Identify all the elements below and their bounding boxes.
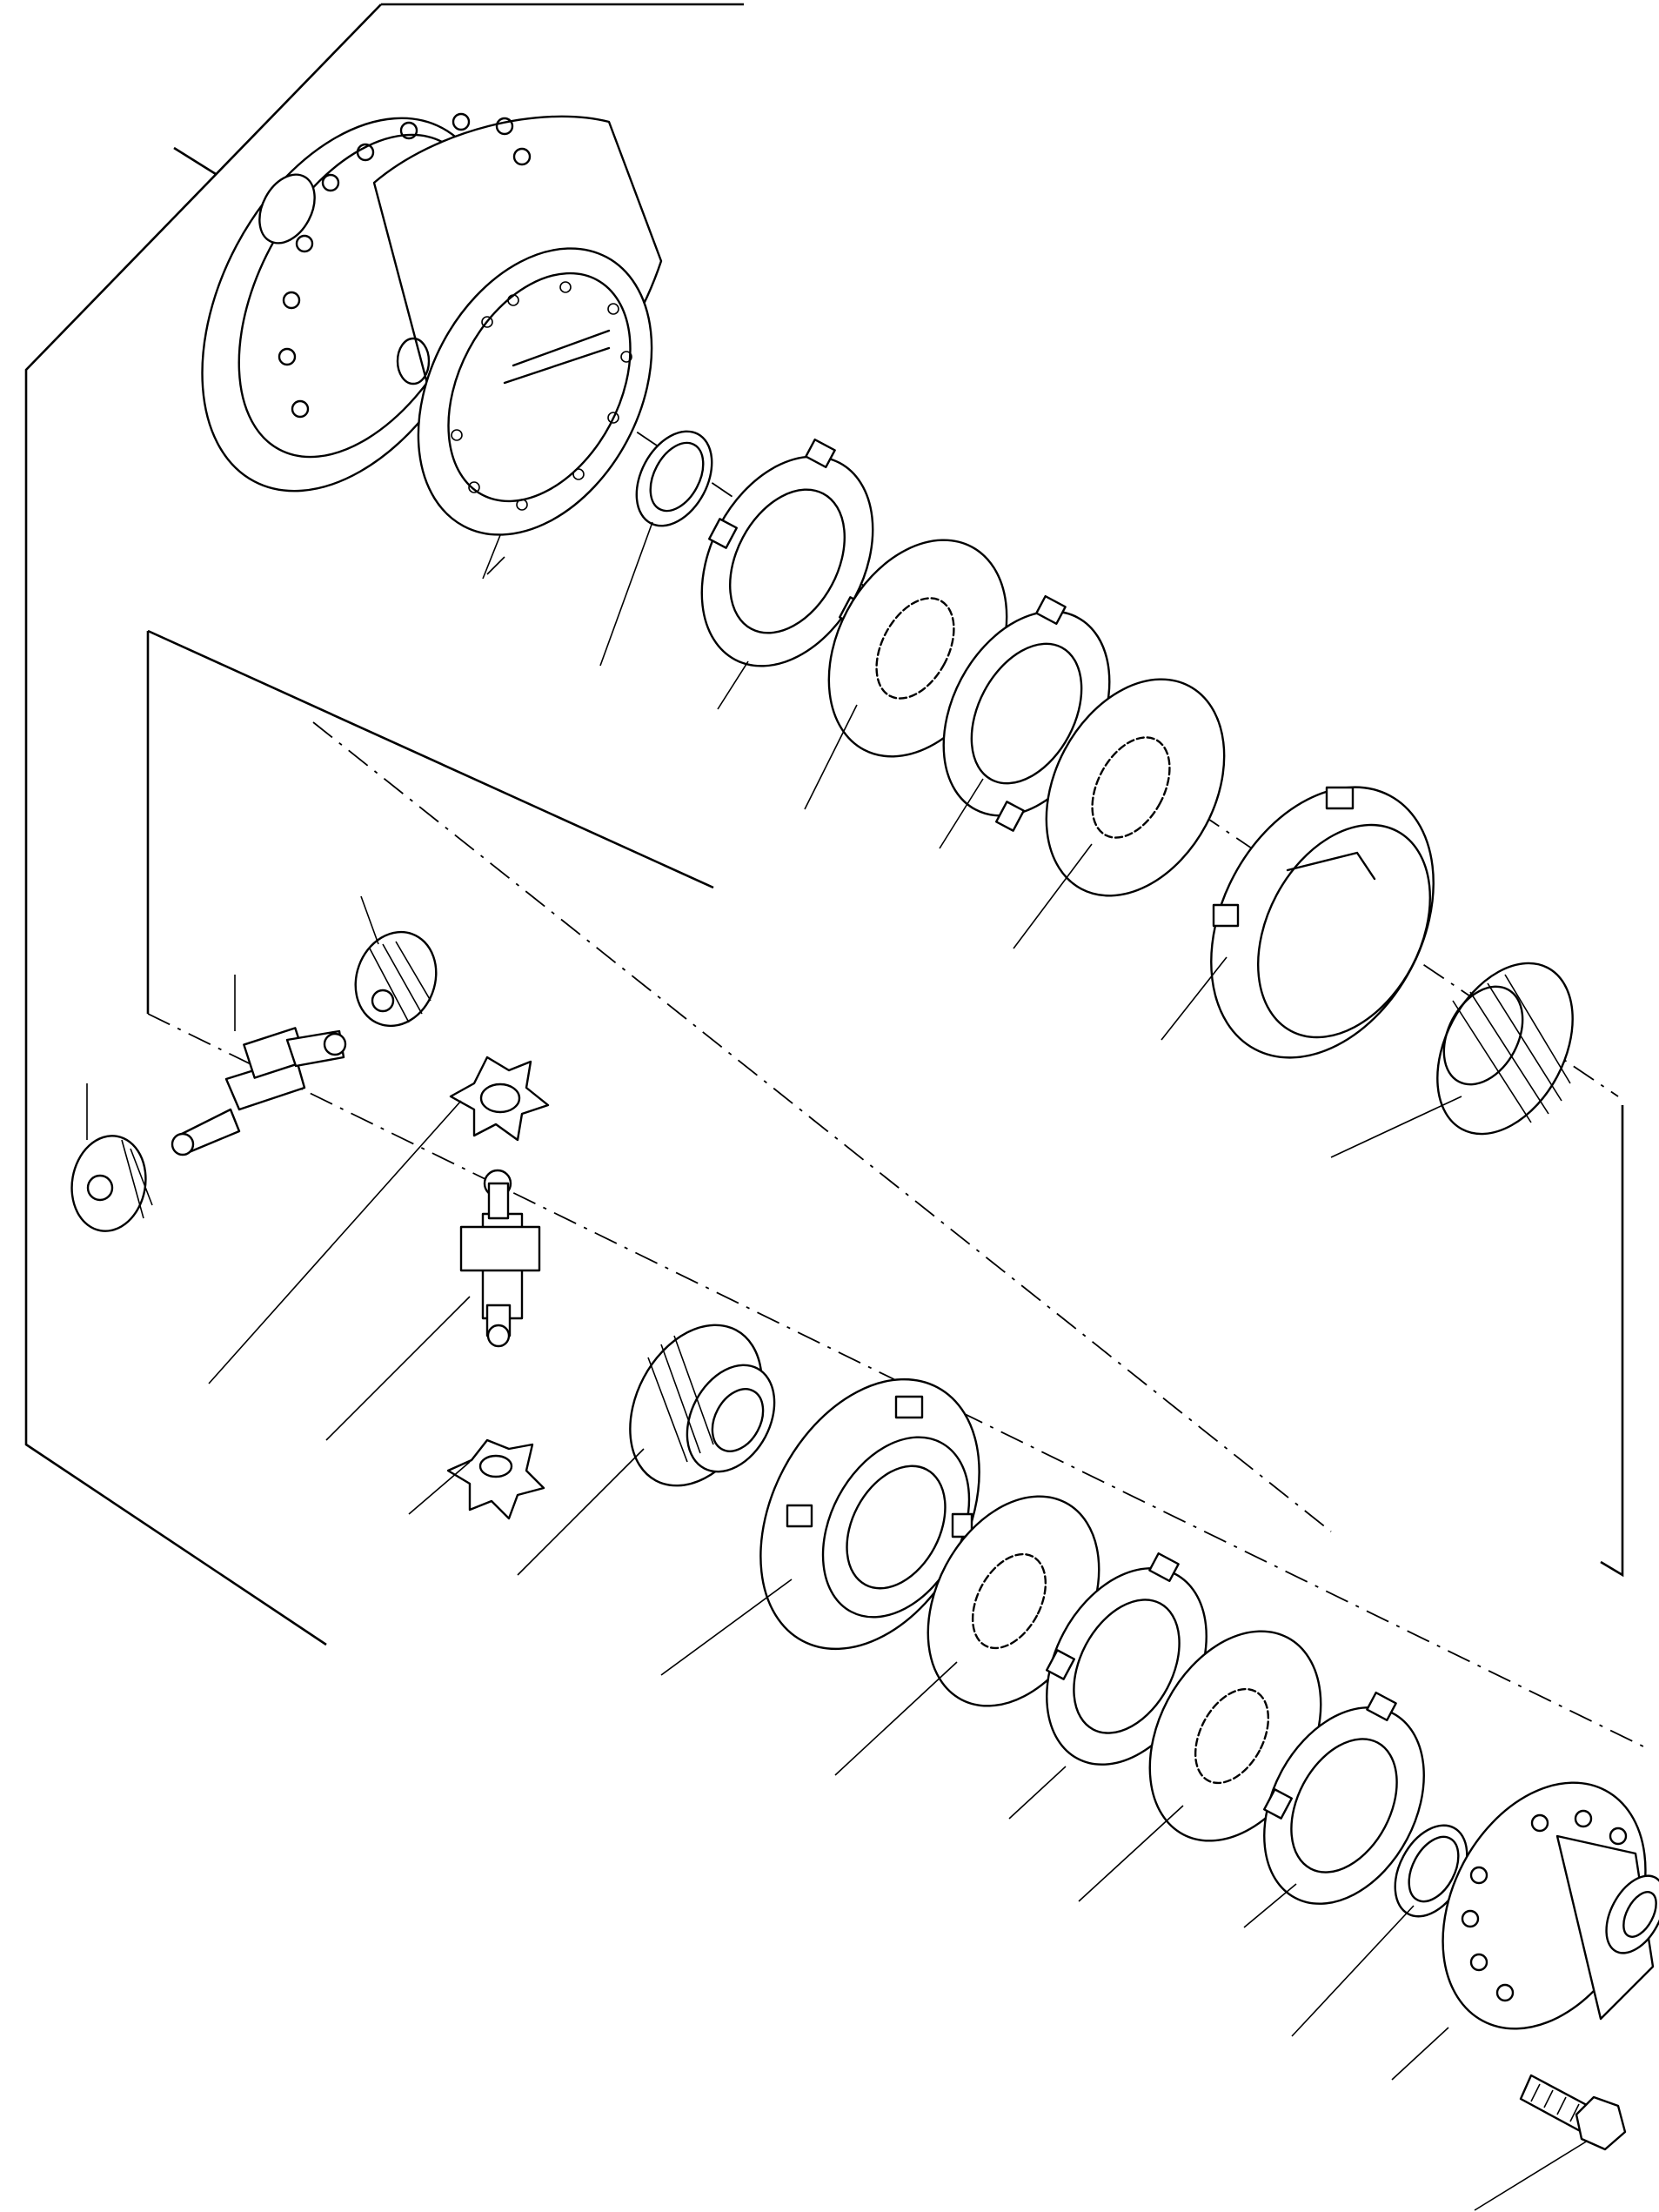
right-case-holes (1461, 1809, 1628, 2002)
differential-case-left (201, 112, 663, 575)
pinion-gear-bottom (446, 1438, 545, 1520)
frame-lines (24, 3, 1624, 1646)
pinion-gear-middle (449, 1056, 550, 1142)
pressure-ring-upper (1210, 786, 1435, 1059)
bolt (1519, 2074, 1627, 2151)
pinion-gear-left (70, 1135, 153, 1232)
pressure-ring-lower (759, 1377, 980, 1651)
splined-disc-upper-2 (1045, 678, 1226, 897)
case-bolt-holes (278, 112, 532, 419)
side-gear-lower (629, 1324, 776, 1487)
cross-shaft-upper (171, 1027, 347, 1156)
differential-case-right (1442, 1781, 1659, 2030)
thrust-washer-upper (635, 430, 713, 527)
case-flange-holes (451, 281, 632, 511)
tabbed-plate-lower-2 (1262, 1691, 1425, 1905)
pinion-gear-top (354, 930, 438, 1028)
side-gear-upper (1436, 962, 1574, 1136)
leader-lines (86, 521, 1589, 2211)
cross-shaft-lower (459, 1169, 541, 1348)
